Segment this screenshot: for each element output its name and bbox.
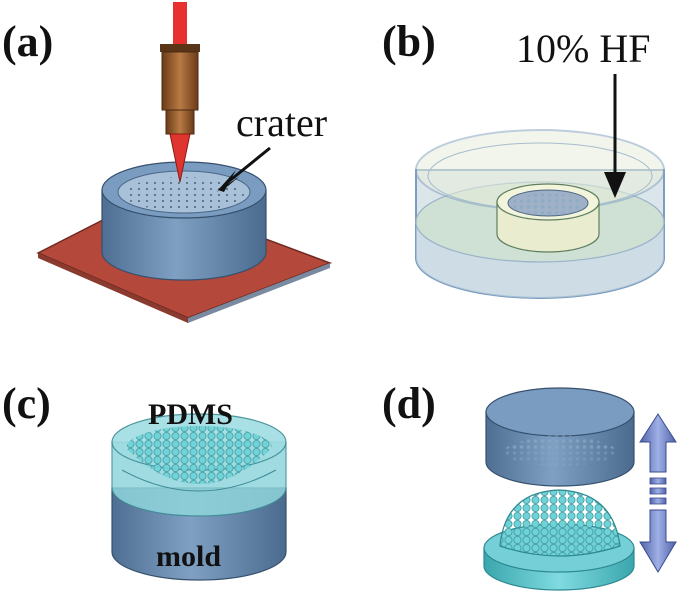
hf-arrow (604, 74, 626, 198)
immersed-mold (496, 183, 600, 253)
panel-b-label: (b) (382, 17, 436, 66)
panel-d: (d) (382, 379, 677, 591)
laser-beam (173, 2, 187, 48)
panel-a: (a) crater (2, 2, 333, 323)
crater-arrow (216, 146, 271, 192)
panel-a-label: (a) (2, 17, 53, 66)
crater-label: crater (236, 100, 327, 145)
mold-label: mold (156, 540, 221, 573)
panel-b: (b) 10% HF (382, 17, 665, 299)
hf-bath (415, 129, 665, 299)
pdms-replica (483, 489, 635, 591)
panel-d-label: (d) (382, 379, 436, 428)
microlens-dome (499, 489, 621, 557)
separated-mold (485, 387, 635, 487)
hf-label: 10% HF (516, 26, 650, 71)
pdms-cast (111, 413, 287, 517)
mold-cylinder (101, 161, 267, 281)
panel-c-label: (c) (2, 379, 51, 428)
separation-arrow (639, 413, 677, 573)
laser-nozzle (160, 44, 200, 183)
panel-c: (c) PDMS mold (2, 379, 287, 581)
pdms-label: PDMS (148, 398, 233, 431)
crater-dimples (124, 177, 244, 211)
